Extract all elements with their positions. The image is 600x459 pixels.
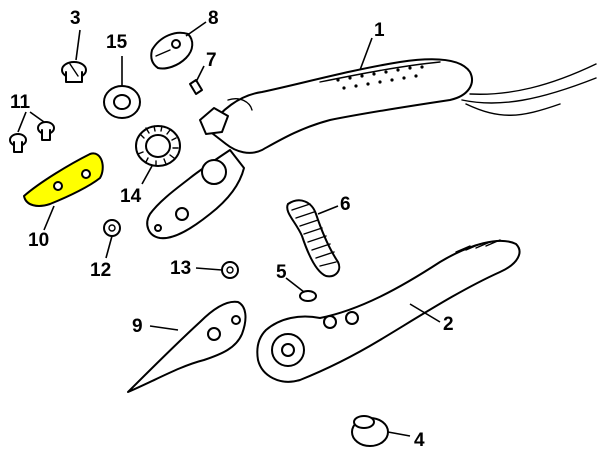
part-12-nut[interactable] [103,219,121,237]
part-15-washer[interactable] [103,85,141,119]
label-4: 4 [414,430,425,451]
label-10: 10 [28,230,49,251]
label-5: 5 [276,262,287,283]
part-7-pin[interactable] [189,79,203,95]
label-6: 6 [340,194,351,215]
label-7: 7 [206,50,217,71]
handle-grip-dots [336,65,424,90]
part-13-nut[interactable] [221,261,239,279]
part-9-blade[interactable] [127,300,247,393]
part-4-cap[interactable] [351,415,389,447]
part-6-spring[interactable] [286,199,341,278]
part-14-bearing[interactable] [135,125,181,167]
label-1: 1 [374,20,385,41]
leader-lines [17,21,441,437]
part-3-screw[interactable] [61,61,87,83]
label-9: 9 [132,316,143,337]
label-3: 3 [70,8,81,29]
part-number-labels: 1 2 3 4 5 6 7 8 9 10 11 12 13 14 15 [10,8,454,451]
label-14: 14 [120,186,142,207]
label-15: 15 [106,32,128,53]
label-8: 8 [208,8,219,29]
label-12: 12 [90,260,111,281]
part-1-upper-handle[interactable] [146,58,597,240]
part-11-screws[interactable] [9,121,55,153]
part-10-plate-highlighted[interactable] [23,152,104,207]
label-11: 11 [10,92,31,113]
label-2: 2 [443,314,454,335]
part-2-lower-handle[interactable] [256,239,521,383]
part-5-pin[interactable] [299,290,317,302]
label-13: 13 [170,258,191,279]
part-8-block[interactable] [150,31,194,70]
